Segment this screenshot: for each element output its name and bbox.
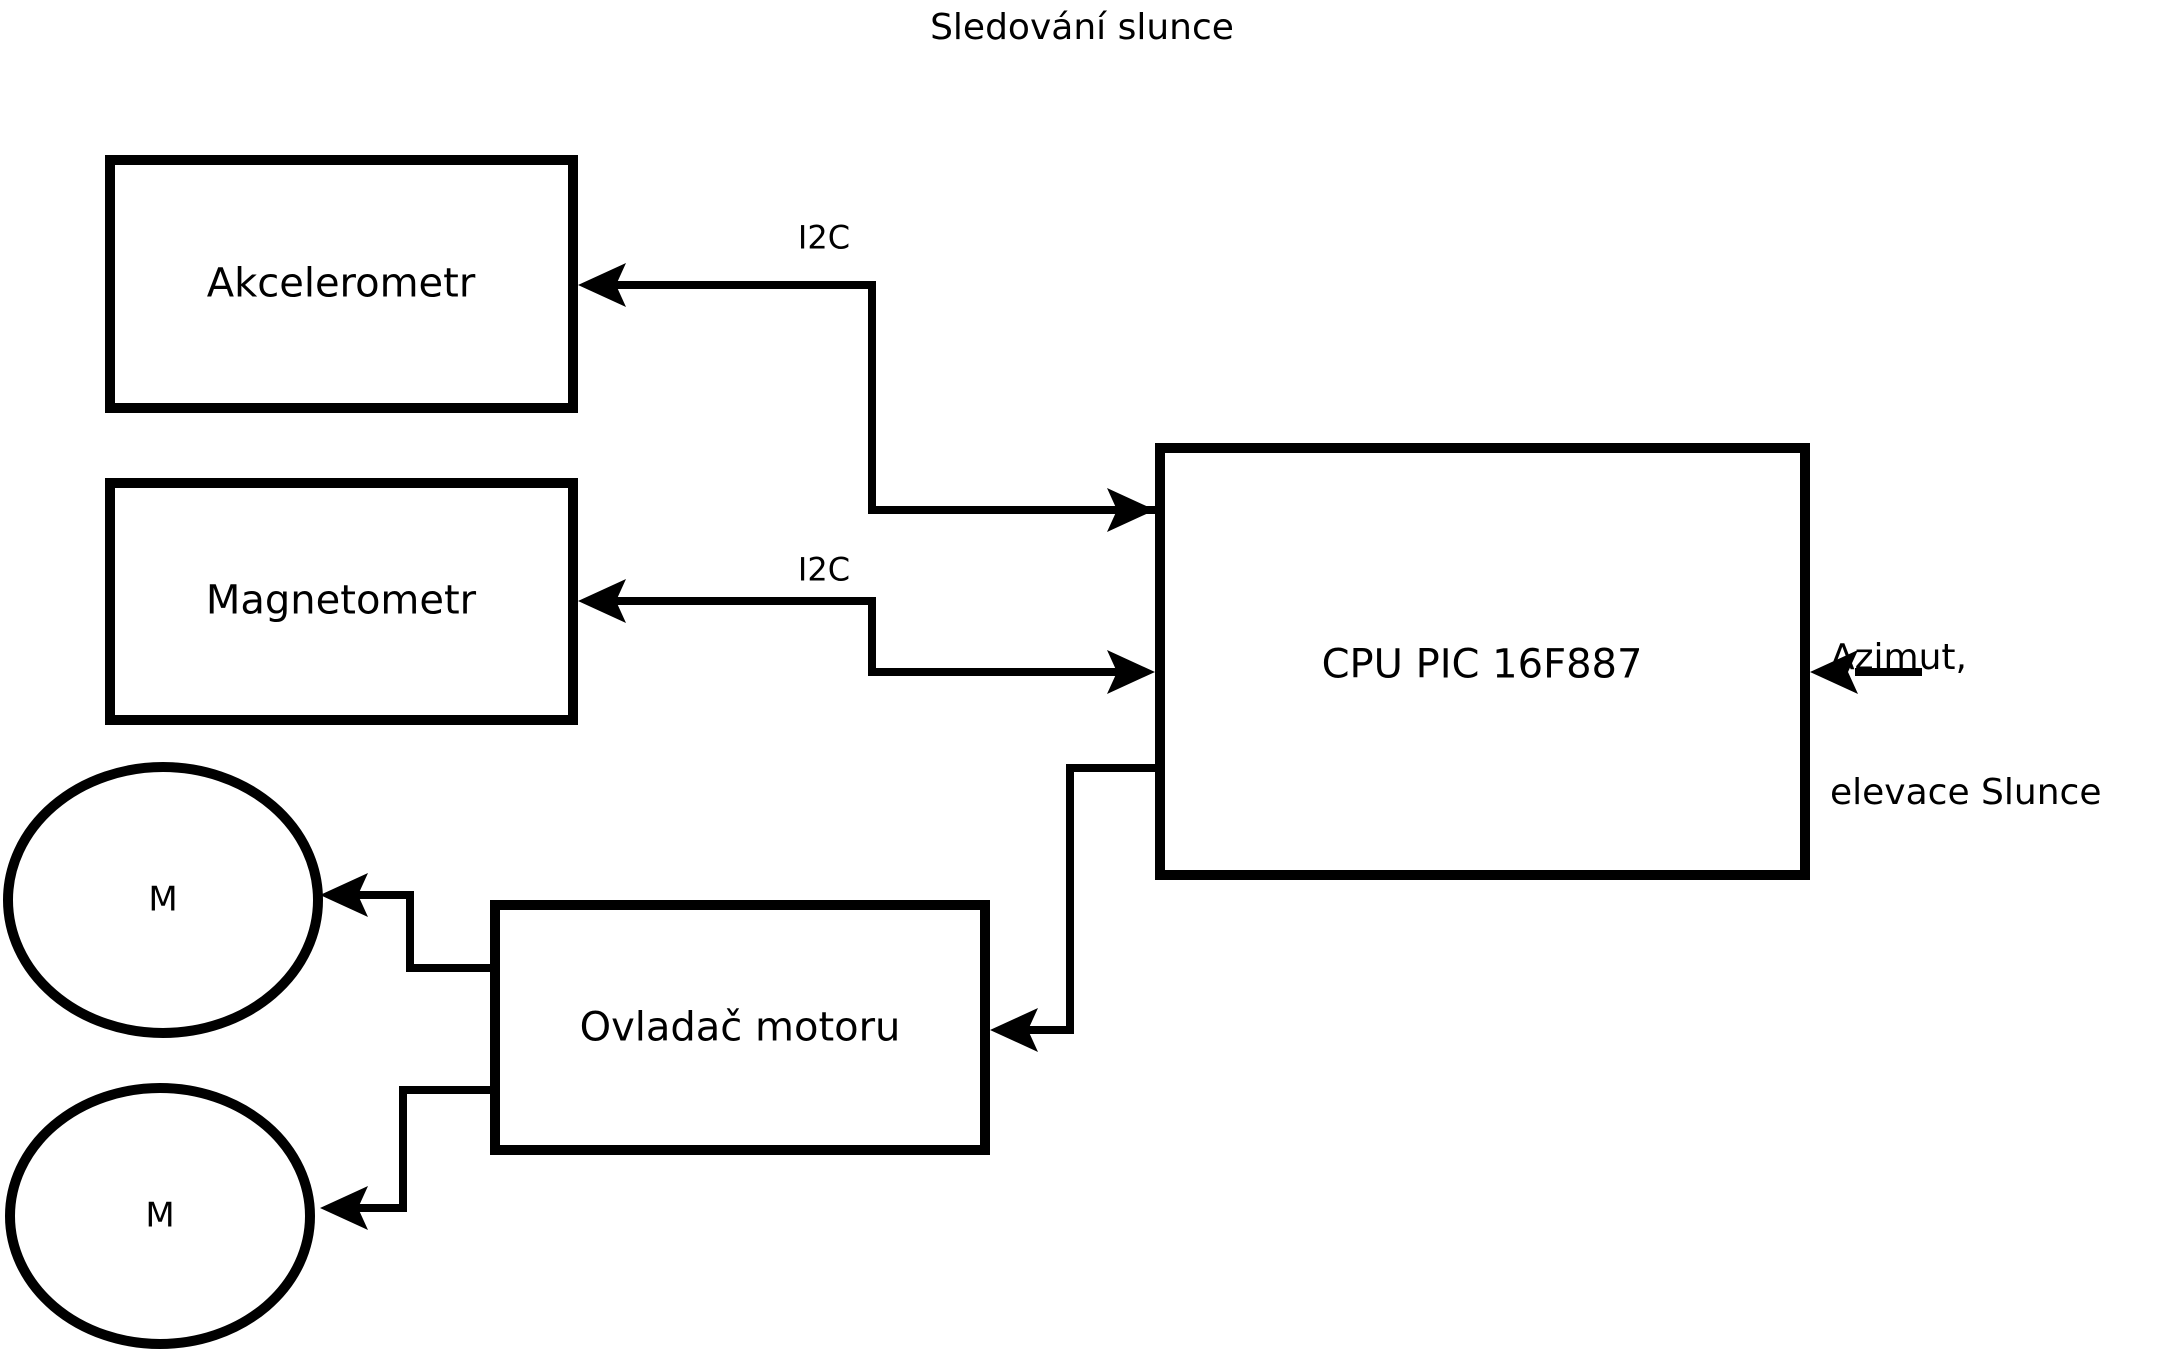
block-cpu[interactable] — [1155, 443, 1810, 880]
block-magnetometr[interactable] — [105, 478, 578, 725]
block-label-motor-2: M — [145, 1195, 175, 1236]
connector-akcelerometr-to-cpu — [868, 285, 1155, 532]
edge-label-i2c-accelerometer: I2C — [797, 218, 851, 257]
connector-cpu-to-akcelerometr — [578, 263, 1155, 514]
connector-sun-input-to-cpu — [1810, 650, 1922, 694]
block-akcelerometr[interactable] — [105, 155, 578, 413]
block-label-motor-1: M — [148, 879, 178, 920]
connector-cpu-to-magnetometr — [578, 579, 876, 672]
sun-input-label-line-1: Azimut, — [1830, 637, 1967, 678]
sun-input-label-line-2: elevace Slunce — [1830, 772, 2102, 813]
page-title: Sledování slunce — [930, 7, 1234, 48]
block-label-magnetometr: Magnetometr — [205, 577, 477, 624]
block-label-ovladac-motoru: Ovladač motoru — [579, 1004, 901, 1051]
block-ovladac-motoru[interactable] — [490, 900, 990, 1155]
connector-cpu-to-ovladac-motoru — [990, 764, 1155, 1052]
connector-magnetometr-to-cpu — [868, 601, 1155, 694]
block-label-cpu: CPU PIC 16F887 — [1321, 641, 1643, 688]
block-label-akcelerometr: Akcelerometr — [206, 260, 476, 307]
connector-ovladac-motoru-to-motor-1 — [320, 873, 490, 972]
sun-input-label: Azimut, elevace Slunce — [1830, 545, 2101, 905]
edge-label-i2c-magnetometer: I2C — [797, 550, 851, 589]
block-motor-1[interactable] — [3, 762, 323, 1038]
connector-ovladac-motoru-to-motor-2 — [320, 1086, 490, 1230]
block-motor-2[interactable] — [5, 1083, 315, 1349]
